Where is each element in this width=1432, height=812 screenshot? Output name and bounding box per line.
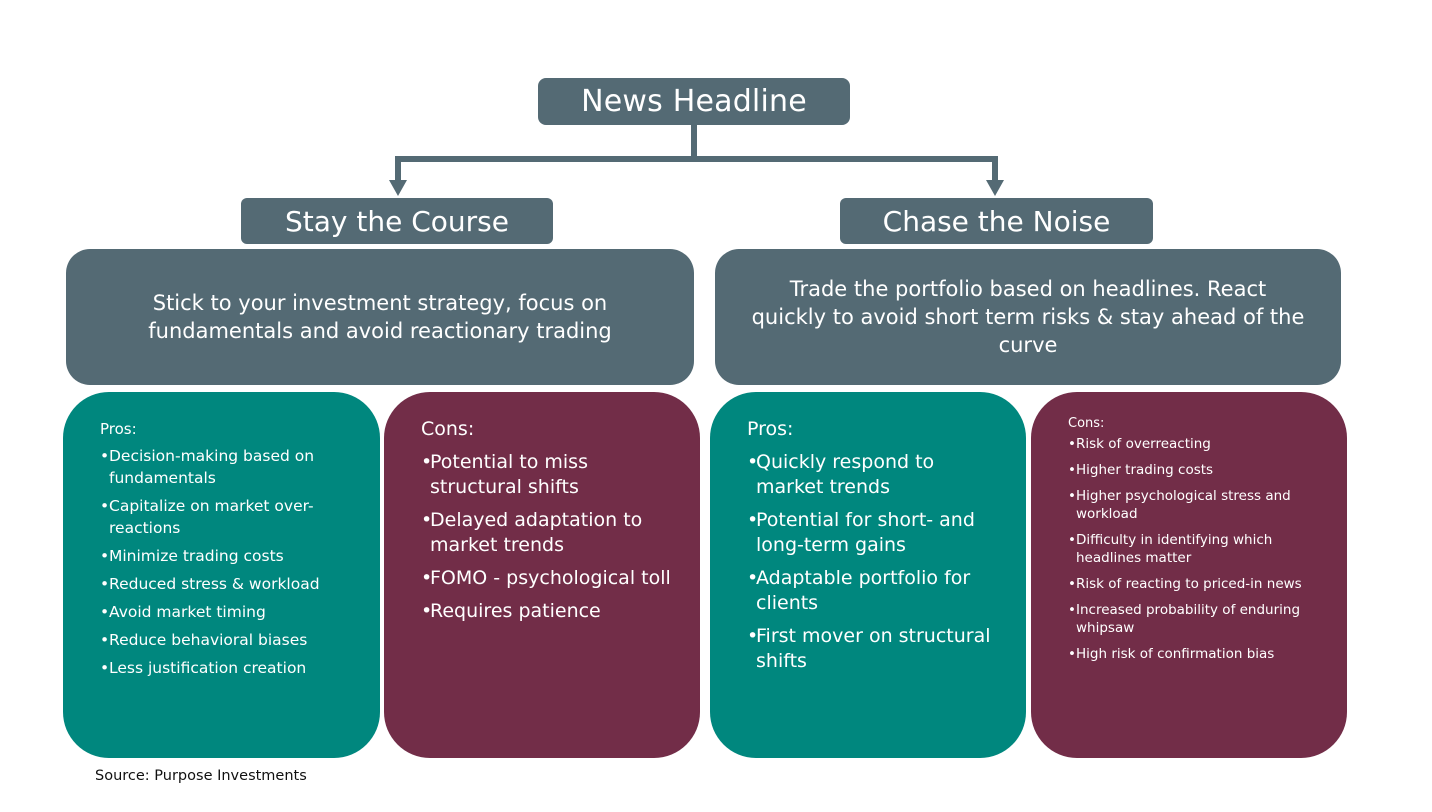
- list-item: FOMO - psychological toll: [421, 566, 680, 591]
- stay-cons-card: Cons: Potential to miss structural shift…: [384, 392, 700, 758]
- list-item: Less justification creation: [100, 657, 360, 679]
- list-item: Potential to miss structural shifts: [421, 450, 680, 500]
- list-item: First mover on structural shifts: [747, 624, 1006, 674]
- stay-the-course-description-text: Stick to your investment strategy, focus…: [148, 291, 612, 343]
- list-item: Higher psychological stress and workload: [1068, 487, 1327, 523]
- stay-cons-title: Cons:: [421, 418, 475, 440]
- list-item: Capitalize on market over-reactions: [100, 495, 360, 539]
- chase-the-noise-description-text: Trade the portfolio based on headlines. …: [751, 277, 1305, 357]
- list-item: Risk of overreacting: [1068, 435, 1327, 453]
- chase-pros-title: Pros:: [747, 418, 794, 440]
- stay-the-course-title: Stay the Course: [241, 198, 553, 244]
- chase-cons-title: Cons:: [1068, 416, 1105, 431]
- chase-cons-list: Risk of overreacting Higher trading cost…: [1068, 435, 1327, 663]
- chase-the-noise-title: Chase the Noise: [840, 198, 1153, 244]
- list-item: Higher trading costs: [1068, 461, 1327, 479]
- list-item: Adaptable portfolio for clients: [747, 566, 1006, 616]
- stay-cons-list: Potential to miss structural shifts Dela…: [421, 450, 680, 624]
- list-item: Potential for short- and long-term gains: [747, 508, 1006, 558]
- stay-the-course-description: Stick to your investment strategy, focus…: [66, 249, 694, 385]
- list-item: Requires patience: [421, 599, 680, 624]
- stay-pros-list: Decision-making based on fundamentals Ca…: [100, 445, 360, 679]
- chase-cons-card: Cons: Risk of overreacting Higher tradin…: [1031, 392, 1347, 758]
- list-item: Avoid market timing: [100, 601, 360, 623]
- list-item: Difficulty in identifying which headline…: [1068, 531, 1327, 567]
- chase-pros-list: Quickly respond to market trends Potenti…: [747, 450, 1006, 674]
- news-headline-box: News Headline: [538, 78, 850, 125]
- list-item: Minimize trading costs: [100, 545, 360, 567]
- arrowhead-right: [986, 180, 1004, 196]
- list-item: Delayed adaptation to market trends: [421, 508, 680, 558]
- list-item: Reduced stress & workload: [100, 573, 360, 595]
- arrowhead-left: [389, 180, 407, 196]
- list-item: High risk of confirmation bias: [1068, 645, 1327, 663]
- stay-pros-title: Pros:: [100, 420, 137, 438]
- list-item: Quickly respond to market trends: [747, 450, 1006, 500]
- list-item: Reduce behavioral biases: [100, 629, 360, 651]
- source-note: Source: Purpose Investments: [95, 768, 307, 784]
- stay-pros-card: Pros: Decision-making based on fundament…: [63, 392, 380, 758]
- connector-branches: [395, 156, 998, 182]
- list-item: Risk of reacting to priced-in news: [1068, 575, 1327, 593]
- chase-pros-card: Pros: Quickly respond to market trends P…: [710, 392, 1026, 758]
- list-item: Decision-making based on fundamentals: [100, 445, 360, 489]
- list-item: Increased probability of enduring whipsa…: [1068, 601, 1327, 637]
- chase-the-noise-description: Trade the portfolio based on headlines. …: [715, 249, 1341, 385]
